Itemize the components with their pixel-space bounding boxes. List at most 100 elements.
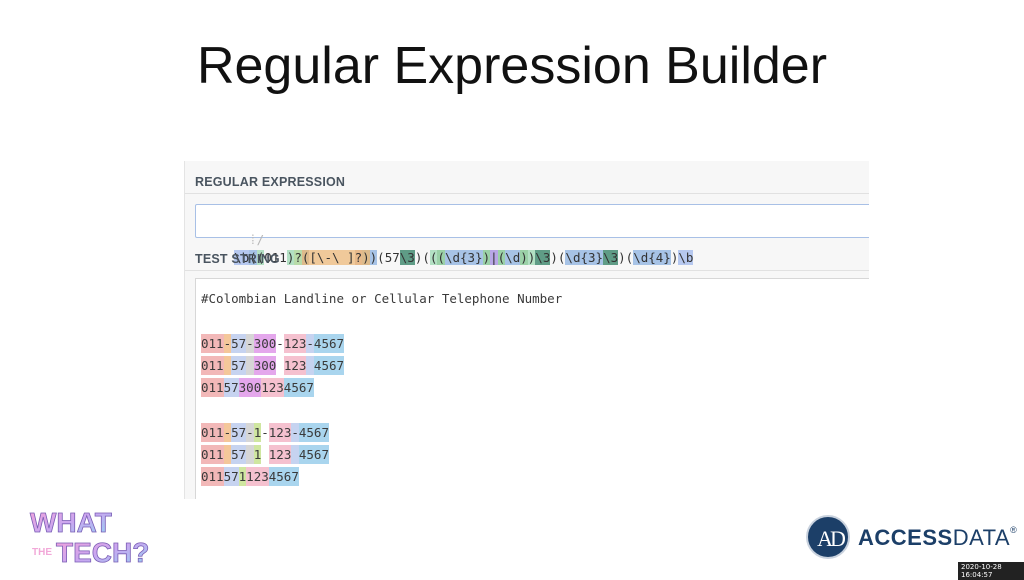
regex-token: \b — [678, 250, 694, 265]
test-line: 011 57 300 123 4567 — [201, 355, 562, 377]
test-line — [201, 399, 562, 421]
match-segment — [291, 445, 299, 465]
match-segment — [223, 355, 232, 375]
regex-token: ( — [437, 250, 445, 265]
regex-token: ) — [362, 250, 370, 265]
regex-token: \3 — [603, 250, 619, 265]
regex-expression-text[interactable]: ⁞/ \b((011)?([\-\ ]?))(57\3)(((\d{3})|(\… — [204, 213, 694, 268]
match-segment: 300 — [253, 355, 277, 375]
regex-token: \d{3} — [444, 250, 483, 265]
regex-token: \d — [505, 250, 521, 265]
regex-token: ( — [625, 250, 634, 265]
match-segment: 57 — [231, 333, 247, 353]
match-segment — [223, 445, 232, 465]
test-line: 011573001234567 — [201, 377, 562, 399]
logo-line1: WHAT — [30, 507, 112, 538]
test-line: 011 57 1 123 4567 — [201, 444, 562, 466]
match-segment: 300 — [238, 378, 262, 398]
match-segment: 57 — [231, 422, 247, 442]
regex-token: ) — [520, 250, 528, 265]
match-segment: 4567 — [268, 467, 299, 487]
regex-token: ( — [497, 250, 506, 265]
match-segment: 011 — [201, 445, 224, 465]
accessdata-name-bold: ACCESS — [858, 525, 953, 550]
regex-token: [\-\ ] — [309, 250, 355, 265]
test-line: 0115711234567 — [201, 466, 562, 488]
match-segment: 57 — [231, 445, 247, 465]
match-segment: 011 — [201, 422, 224, 442]
plain-text: #Colombian Landline or Cellular Telephon… — [201, 291, 563, 306]
match-segment: 123 — [283, 333, 307, 353]
test-line: #Colombian Landline or Cellular Telephon… — [201, 288, 562, 310]
regex-token: \b — [234, 250, 250, 265]
test-string-text[interactable]: #Colombian Landline or Cellular Telephon… — [201, 288, 562, 489]
match-segment: - — [223, 422, 232, 442]
match-segment: - — [276, 333, 284, 353]
timestamp: 2020-10-28 16:04:57 — [958, 562, 1024, 580]
regex-token: \d{4} — [633, 250, 671, 265]
match-segment: 123 — [246, 467, 269, 487]
regex-token: | — [490, 250, 498, 265]
match-segment: 300 — [253, 333, 277, 353]
match-segment: 011 — [201, 467, 224, 487]
match-segment: 57 — [223, 467, 239, 487]
regex-token: ) — [550, 250, 558, 265]
regex-input[interactable]: ⁞/ \b((011)?([\-\ ]?))(57\3)(((\d{3})|(\… — [195, 204, 869, 265]
accessdata-name-light: DATA — [952, 525, 1011, 550]
match-segment: 57 — [231, 355, 247, 375]
accessdata-wordmark: ACCESSDATA® — [858, 525, 1017, 551]
match-segment: - — [261, 422, 269, 442]
registered-mark: ® — [1010, 525, 1018, 535]
match-segment: 4567 — [313, 355, 345, 375]
match-segment: - — [291, 422, 299, 442]
match-segment: 123 — [283, 355, 307, 375]
regex-token: ) — [618, 250, 626, 265]
test-line — [201, 310, 562, 332]
test-string-heading: TEST STRING — [195, 252, 280, 266]
match-segment — [306, 355, 314, 375]
regex-token: ) — [527, 250, 536, 265]
slide-title: Regular Expression Builder — [196, 37, 828, 95]
regex-token: ( — [429, 250, 438, 265]
plain-text — [201, 311, 209, 330]
regex-token: ( — [377, 250, 385, 265]
regex-token: 57 — [384, 250, 400, 265]
regex-builder-panel: REGULAR EXPRESSION ⁞/ \b((011)?([\-\ ]?)… — [184, 161, 869, 499]
regex-token: ( — [557, 250, 566, 265]
match-segment: 011 — [201, 355, 224, 375]
match-segment — [246, 445, 254, 465]
regex-section-heading: REGULAR EXPRESSION — [195, 175, 346, 189]
regex-token: ) — [286, 250, 295, 265]
test-line: 011-57-1-123-4567 — [201, 422, 562, 444]
accessdata-mark-icon: AD — [806, 515, 850, 559]
test-string-input[interactable]: #Colombian Landline or Cellular Telephon… — [195, 278, 869, 499]
regex-token: ( — [422, 250, 430, 265]
regex-token: ( — [256, 250, 265, 265]
regex-token: ) — [369, 250, 378, 265]
match-segment: 4567 — [298, 422, 329, 442]
regex-token: ( — [301, 250, 310, 265]
logo-line2: TECH? — [56, 537, 149, 565]
match-segment: - — [246, 333, 254, 353]
regex-token: \3 — [535, 250, 551, 265]
match-segment: 011 — [201, 333, 224, 353]
match-segment: 1 — [253, 445, 262, 465]
regex-token: \d{3} — [565, 250, 604, 265]
match-segment: - — [306, 333, 314, 353]
regex-delimiter: / — [256, 232, 265, 247]
match-segment: - — [223, 333, 232, 353]
plain-text — [201, 400, 209, 419]
match-segment — [276, 355, 284, 375]
match-segment: 011 — [201, 378, 224, 398]
match-segment: 123 — [268, 422, 292, 442]
match-segment: 123 — [261, 378, 284, 398]
match-segment: 1 — [238, 467, 247, 487]
what-the-tech-logo: WHAT THE TECH? — [30, 507, 150, 565]
match-segment: - — [246, 422, 254, 442]
match-segment: 4567 — [313, 333, 345, 353]
divider — [185, 193, 869, 194]
regex-delimiter-icon: ⁞ — [249, 232, 257, 247]
match-segment: 4567 — [298, 445, 329, 465]
accessdata-mark: AD — [817, 526, 846, 551]
match-segment: 123 — [268, 445, 292, 465]
